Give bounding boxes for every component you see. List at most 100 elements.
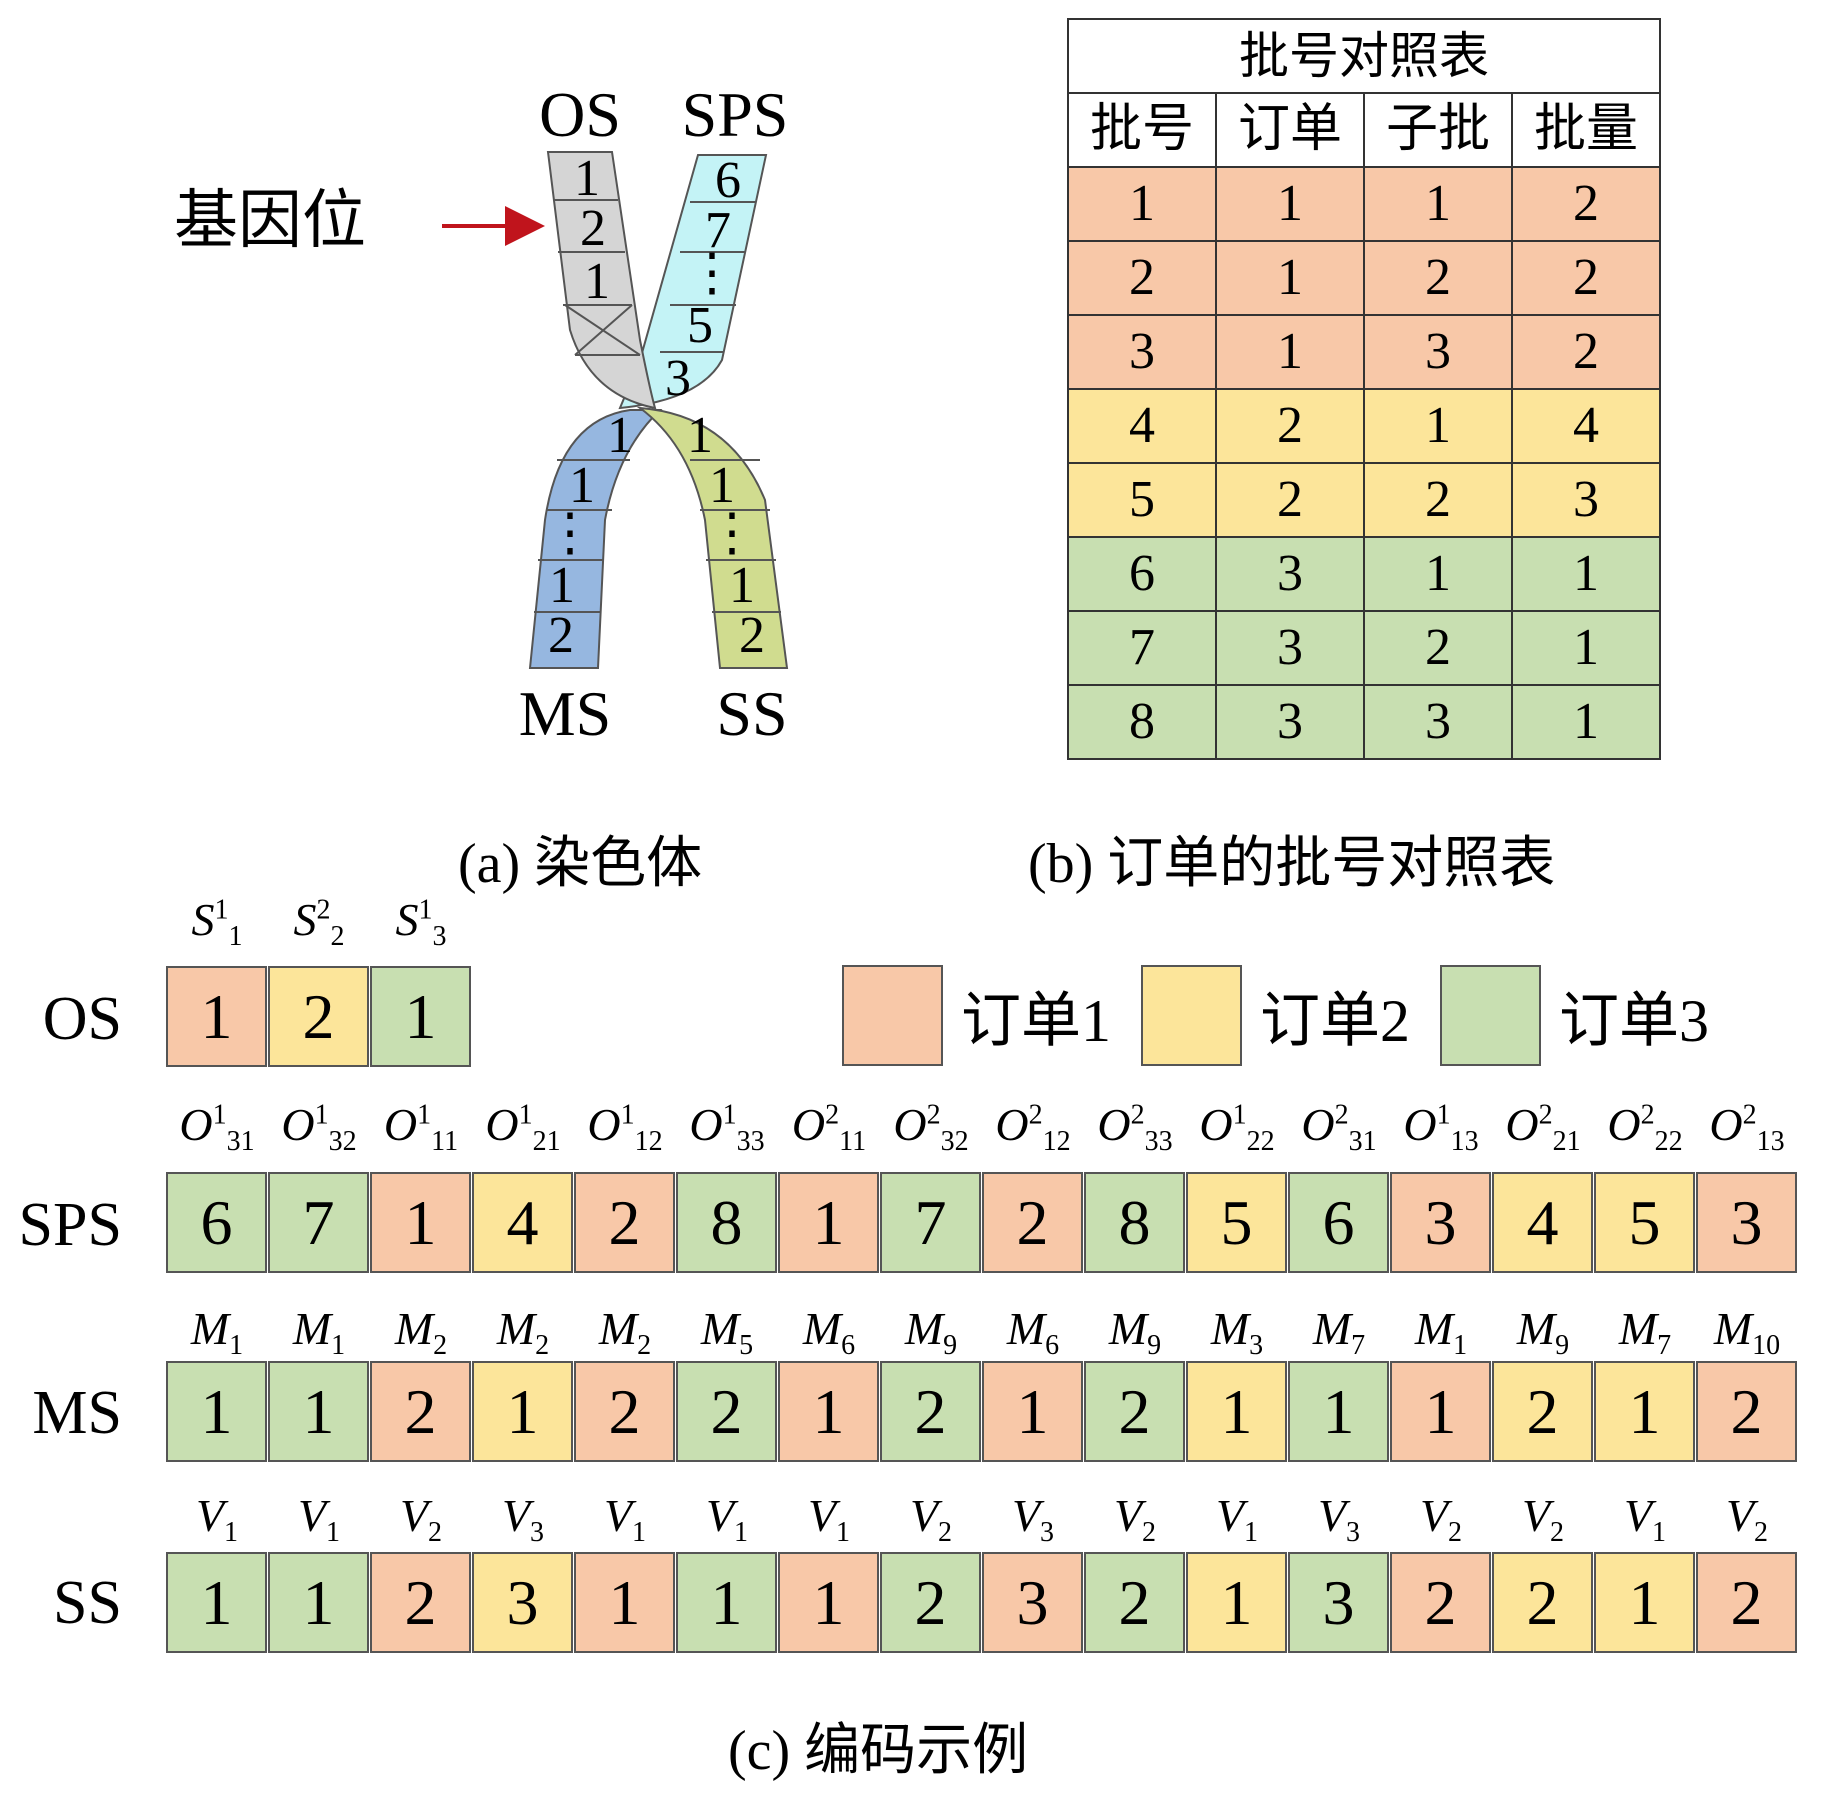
gene-label-symbol: V	[705, 1490, 735, 1541]
ms-gene-label: M7	[1288, 1302, 1390, 1362]
sps-gene-label: O213	[1696, 1098, 1798, 1158]
gene-label-subscript: 2	[535, 1330, 550, 1362]
gene-label-symbol: M	[1108, 1303, 1148, 1354]
ss-gene-cell: 2	[1084, 1552, 1185, 1653]
ss-gene-label: V1	[778, 1489, 880, 1549]
gene-label-subscript: 9	[1147, 1330, 1162, 1362]
gene-label-subscript: 11	[431, 1126, 459, 1158]
ss-gene-cell: 2	[1390, 1552, 1491, 1653]
ss-gene-dividers	[690, 459, 781, 613]
gene-label-subscript: 2	[428, 1517, 443, 1549]
sps-gene-label: O212	[982, 1098, 1084, 1158]
ms-gene-value: 1	[569, 457, 595, 514]
gene-label-subscript: 21	[1552, 1126, 1581, 1158]
gene-label-subscript: 2	[938, 1517, 953, 1549]
ms-gene-label: M9	[880, 1302, 982, 1362]
lot-table-cell: 6	[1067, 536, 1217, 612]
gene-label-subscript: 3	[1040, 1517, 1055, 1549]
os-gene-label: S11	[166, 893, 268, 953]
gene-label-subscript: 22	[1654, 1126, 1683, 1158]
gene-label-subscript: 1	[228, 921, 243, 953]
ms-gene-cell: 2	[1492, 1361, 1593, 1462]
lot-table-cell: 2	[1511, 166, 1661, 242]
gene-label-subscript: 11	[839, 1126, 867, 1158]
sps-gene-label: O221	[1492, 1098, 1594, 1158]
gene-label-subscript: 12	[634, 1126, 663, 1158]
gene-label-subscript: 33	[736, 1126, 765, 1158]
gene-label-subscript: 3	[1346, 1517, 1361, 1549]
gene-label-subscript: 1	[1244, 1517, 1259, 1549]
gene-label-superscript: 1	[418, 894, 433, 926]
ms-gene-cell: 1	[268, 1361, 369, 1462]
lot-table-cell: 1	[1363, 536, 1513, 612]
gene-label-symbol: O	[1199, 1099, 1233, 1150]
ms-gene-cell: 1	[1186, 1361, 1287, 1462]
gene-label-symbol: S	[293, 894, 317, 945]
ss-gene-cell: 2	[370, 1552, 471, 1653]
gene-locus-label: 基因位	[174, 185, 366, 256]
sps-gene-cell: 7	[880, 1172, 981, 1273]
sps-gene-label: O231	[1288, 1098, 1390, 1158]
sps-gene-label: O222	[1594, 1098, 1696, 1158]
ms-gene-cell: 2	[1084, 1361, 1185, 1462]
gene-label-superscript: 2	[1538, 1099, 1553, 1131]
gene-label-symbol: V	[1113, 1490, 1143, 1541]
gene-label-subscript: 7	[1657, 1330, 1672, 1362]
ms-gene-label: M9	[1492, 1302, 1594, 1362]
sps-gene-label: O211	[778, 1098, 880, 1158]
sps-gene-label: O233	[1084, 1098, 1186, 1158]
gene-label-symbol: V	[1725, 1490, 1755, 1541]
ss-gene-cell: 1	[676, 1552, 777, 1653]
gene-label-symbol: V	[399, 1490, 429, 1541]
gene-label-symbol: M	[1210, 1303, 1250, 1354]
ms-gene-cell: 1	[1390, 1361, 1491, 1462]
gene-label-superscript: 2	[1640, 1099, 1655, 1131]
legend-label: 订单3	[1559, 988, 1709, 1054]
ss-gene-value: 1	[687, 407, 713, 464]
gene-label-subscript: 7	[1351, 1330, 1366, 1362]
gene-label-symbol: V	[909, 1490, 939, 1541]
gene-label-subscript: 1	[1652, 1517, 1667, 1549]
caption-c: (c) 编码示例	[728, 1720, 1029, 1782]
os-row-label: OS	[42, 985, 122, 1053]
gene-label-symbol: O	[281, 1099, 315, 1150]
ms-gene-label: M1	[166, 1302, 268, 1362]
ss-gene-label: V1	[676, 1489, 778, 1549]
ss-gene-value: 1	[729, 557, 755, 614]
lot-table-cell: 2	[1511, 314, 1661, 390]
gene-label-symbol: O	[1097, 1099, 1131, 1150]
ss-strand	[636, 406, 789, 669]
gene-label-superscript: 1	[1232, 1099, 1247, 1131]
caption-a: (a) 染色体	[458, 833, 703, 895]
ss-gene-label: V1	[1186, 1489, 1288, 1549]
gene-label-subscript: 21	[532, 1126, 561, 1158]
lot-table-cell: 4	[1511, 388, 1661, 464]
sps-row-label: SPS	[18, 1191, 122, 1259]
os-gene-label: S22	[268, 893, 370, 953]
sps-gene-cell: 6	[166, 1172, 267, 1273]
ss-gene-value: 1	[709, 457, 735, 514]
gene-label-superscript: 2	[1742, 1099, 1757, 1131]
ms-gene-cell: 2	[370, 1361, 471, 1462]
gene-label-subscript: 9	[943, 1330, 958, 1362]
ms-gene-cell: 2	[574, 1361, 675, 1462]
ms-row-label: MS	[32, 1379, 122, 1447]
gene-label-symbol: O	[1607, 1099, 1641, 1150]
ms-gene-cell: 2	[676, 1361, 777, 1462]
gene-label-superscript: 1	[417, 1099, 432, 1131]
ss-row-label: SS	[53, 1569, 122, 1637]
os-gene-cell: 2	[268, 966, 369, 1067]
gene-label-symbol: V	[501, 1490, 531, 1541]
sps-gene-dividers	[660, 201, 756, 353]
lot-table-cell: 1	[1511, 536, 1661, 612]
ss-gene-cell: 1	[1594, 1552, 1695, 1653]
gene-label-superscript: 1	[314, 1099, 329, 1131]
sps-gene-cell: 7	[268, 1172, 369, 1273]
chromosome-sps-label: SPS	[682, 79, 789, 150]
ss-gene-label: V2	[1696, 1489, 1798, 1549]
